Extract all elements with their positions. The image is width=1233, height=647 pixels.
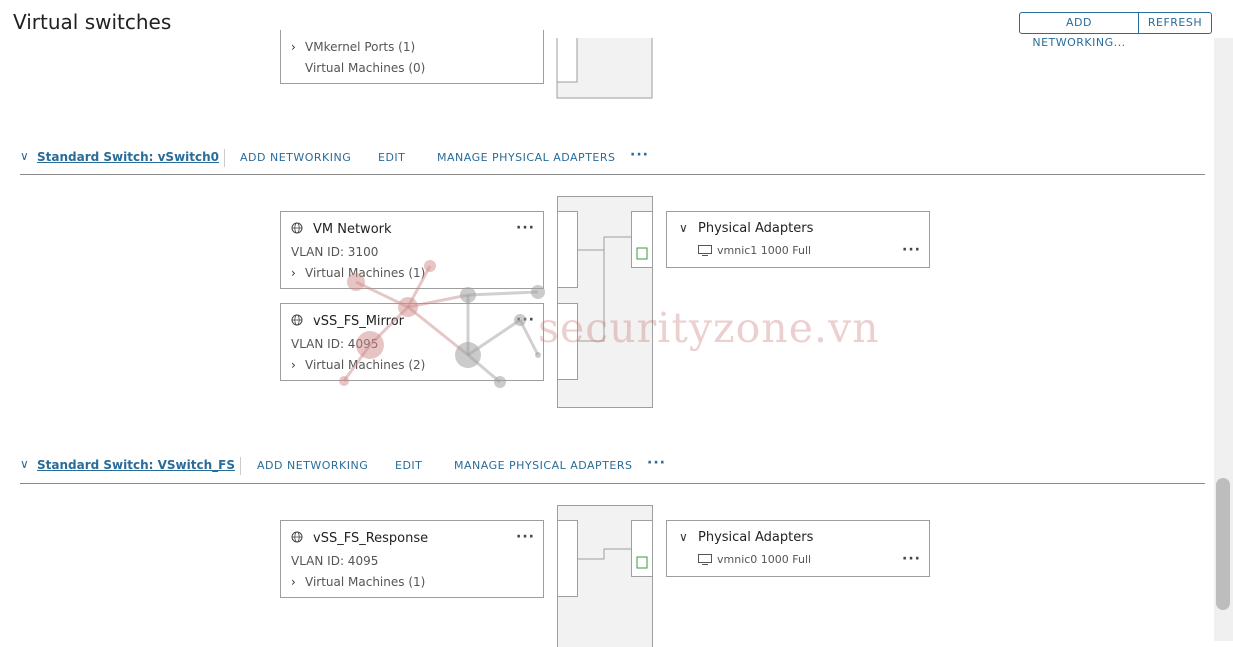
virtual-machines-toggle[interactable]: › Virtual Machines (1): [291, 266, 425, 280]
port-group-card[interactable]: vSS_FS_Mirror ··· VLAN ID: 4095 › Virtual…: [280, 303, 544, 381]
add-networking-button[interactable]: ADD NETWORKING...: [1019, 12, 1139, 49]
virtual-machines-label: Virtual Machines (1): [305, 266, 426, 280]
chevron-right-icon: ›: [291, 358, 296, 372]
virtual-machines-toggle[interactable]: › Virtual Machines (1): [291, 575, 425, 589]
chevron-right-icon: ›: [291, 575, 296, 589]
refresh-button[interactable]: REFRESH: [1139, 12, 1212, 34]
chevron-down-icon[interactable]: ∨: [20, 149, 29, 163]
port-group-name: vSS_FS_Mirror: [313, 314, 404, 329]
globe-icon: [291, 531, 303, 543]
scrollbar-thumb[interactable]: [1216, 478, 1230, 610]
more-options-icon[interactable]: ···: [516, 312, 535, 328]
switch-name-link[interactable]: Standard Switch: VSwitch_FS: [37, 458, 235, 472]
virtual-machines-label: Virtual Machines (0): [305, 61, 426, 75]
port-group-name: VM Network: [313, 222, 392, 237]
manage-physical-adapters-link[interactable]: MANAGE PHYSICAL ADAPTERS: [454, 459, 633, 472]
port-group-card[interactable]: vSS_FS_Response ··· VLAN ID: 4095 › Virtu…: [280, 520, 544, 598]
switch-header-vswitch-fs: ∨ Standard Switch: VSwitch_FS ADD NETWOR…: [20, 455, 1205, 477]
port-group-card-partial: › VMkernel Ports (1) Virtual Machines (0): [280, 30, 544, 84]
chevron-down-icon[interactable]: ∨: [679, 221, 688, 235]
more-actions-icon[interactable]: ···: [630, 147, 649, 163]
vmkernel-ports-toggle[interactable]: › VMkernel Ports (1): [291, 40, 415, 54]
switch-diagram-vswitch-fs: [557, 505, 653, 647]
chevron-right-icon: ›: [291, 266, 296, 280]
globe-icon: [291, 314, 303, 326]
more-options-icon[interactable]: ···: [516, 529, 535, 545]
more-options-icon[interactable]: ···: [902, 242, 921, 258]
vlan-id: VLAN ID: 4095: [291, 554, 379, 568]
physical-adapters-title: Physical Adapters: [698, 221, 814, 236]
more-options-icon[interactable]: ···: [516, 220, 535, 236]
chevron-down-icon[interactable]: ∨: [679, 530, 688, 544]
divider: [224, 149, 225, 167]
switch-name-link[interactable]: Standard Switch: vSwitch0: [37, 150, 220, 164]
vlan-id: VLAN ID: 3100: [291, 245, 379, 259]
vmkernel-ports-label: VMkernel Ports (1): [305, 40, 416, 54]
switch-divider: [20, 174, 1205, 175]
globe-icon: [291, 222, 303, 234]
more-actions-icon[interactable]: ···: [647, 455, 666, 471]
nic-icon: [698, 245, 712, 256]
add-networking-link[interactable]: ADD NETWORKING: [240, 151, 352, 164]
virtual-machines-toggle[interactable]: › Virtual Machines (2): [291, 358, 425, 372]
physical-nic-label[interactable]: vmnic1 1000 Full: [717, 244, 812, 257]
physical-nic-label[interactable]: vmnic0 1000 Full: [717, 553, 812, 566]
virtual-machines-label: Virtual Machines (1): [305, 575, 426, 589]
more-options-icon[interactable]: ···: [902, 551, 921, 567]
switch-diagram-top: [556, 38, 653, 99]
switch-diagram-vswitch0: [557, 196, 653, 408]
port-group-name: vSS_FS_Response: [313, 531, 429, 546]
chevron-right-icon: ›: [291, 40, 296, 54]
divider: [240, 457, 241, 475]
watermark-text: securityzone.vn: [538, 304, 880, 352]
switch-header-vswitch0: ∨ Standard Switch: vSwitch0 ADD NETWORKI…: [20, 147, 1205, 169]
physical-adapters-title: Physical Adapters: [698, 530, 814, 545]
vlan-id: VLAN ID: 4095: [291, 337, 379, 351]
header-actions: ADD NETWORKING... REFRESH: [1019, 12, 1212, 49]
edit-link[interactable]: EDIT: [378, 151, 406, 164]
edit-link[interactable]: EDIT: [395, 459, 423, 472]
add-networking-link[interactable]: ADD NETWORKING: [257, 459, 369, 472]
port-group-card[interactable]: VM Network ··· VLAN ID: 3100 › Virtual Ma…: [280, 211, 544, 289]
nic-icon: [698, 554, 712, 565]
physical-adapters-card: ∨ Physical Adapters vmnic1 1000 Full ···: [666, 211, 930, 268]
page-title: Virtual switches: [13, 10, 172, 34]
switch-divider: [20, 483, 1205, 484]
physical-adapters-card: ∨ Physical Adapters vmnic0 1000 Full ···: [666, 520, 930, 577]
manage-physical-adapters-link[interactable]: MANAGE PHYSICAL ADAPTERS: [437, 151, 616, 164]
virtual-machines-label: Virtual Machines (2): [305, 358, 426, 372]
chevron-down-icon[interactable]: ∨: [20, 457, 29, 471]
